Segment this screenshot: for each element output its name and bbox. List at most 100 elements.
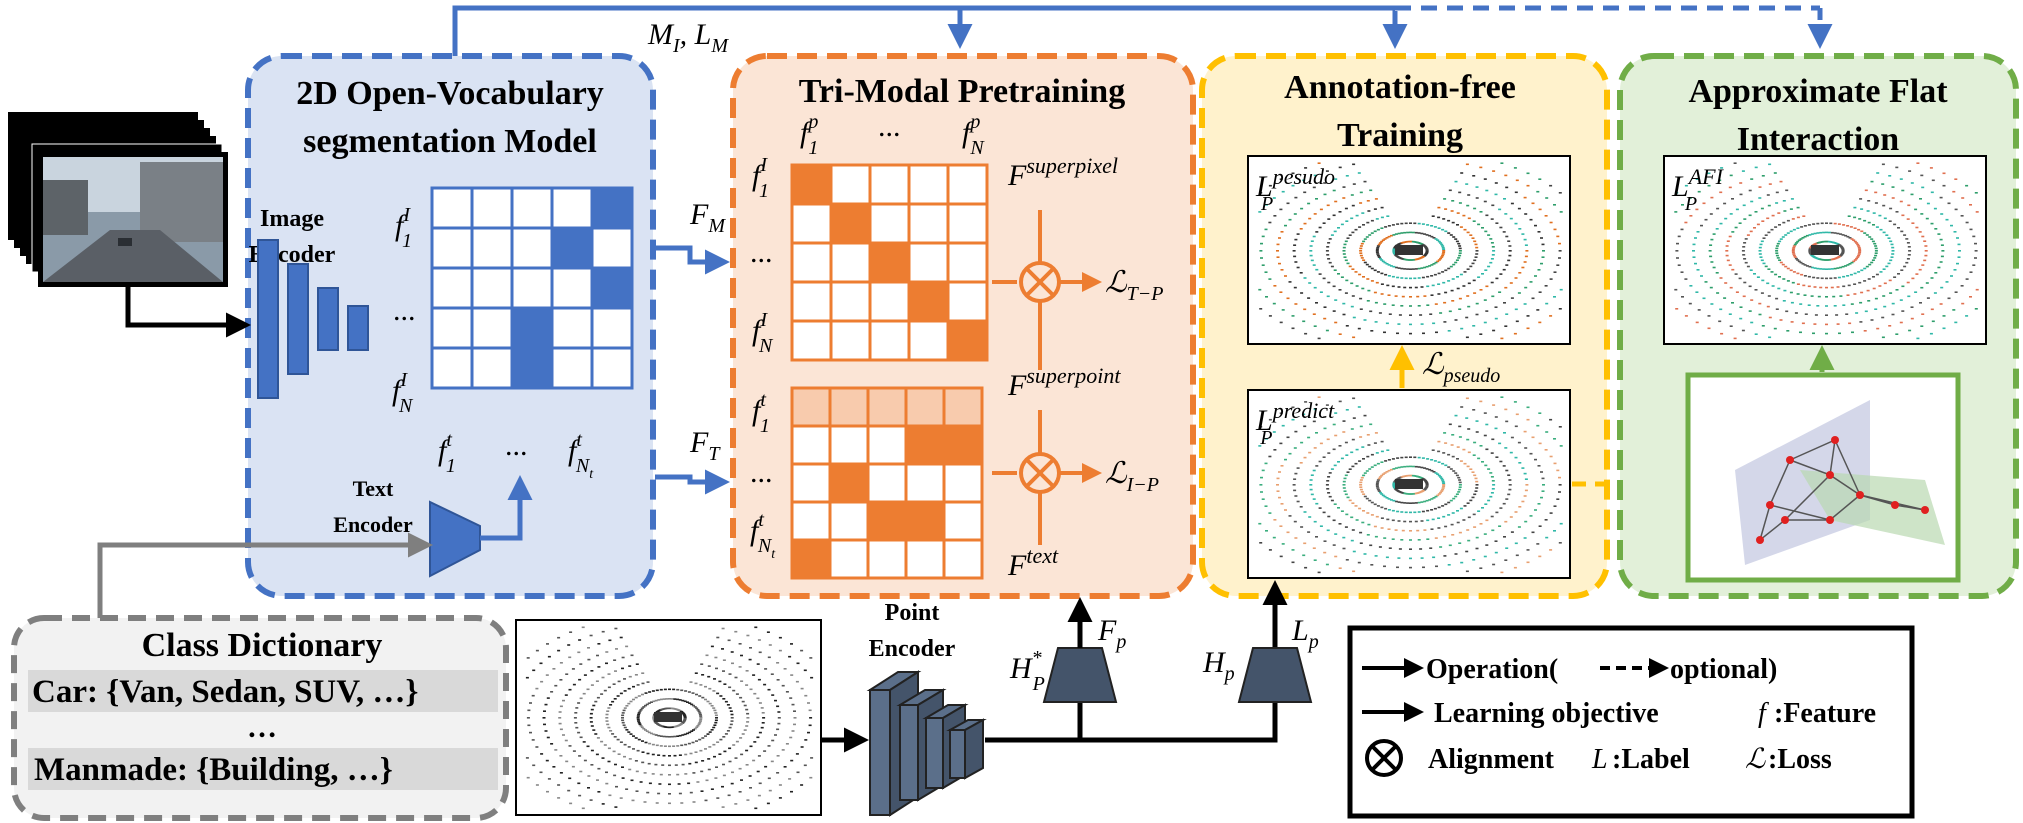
lidar-point xyxy=(1930,308,1934,311)
lidar-point xyxy=(1346,237,1350,239)
lidar-point xyxy=(1715,228,1719,230)
class-entry-car: Car: {Van, Sedan, SUV, …} xyxy=(32,674,418,710)
lidar-point xyxy=(1435,331,1438,334)
lidar-point xyxy=(1513,401,1517,403)
lidar-point xyxy=(1524,244,1528,246)
lidar-point xyxy=(1748,189,1752,192)
lidar-point xyxy=(728,707,732,709)
lidar-point xyxy=(697,710,701,713)
lidar-point xyxy=(1338,211,1342,213)
lidar-point xyxy=(1743,218,1747,220)
lidar-point xyxy=(1286,531,1290,534)
lidar-point xyxy=(1558,257,1561,259)
lidar-point xyxy=(1853,272,1857,275)
lidar-point xyxy=(1483,533,1487,535)
ov-matrix-cell xyxy=(510,306,554,350)
lidar-point xyxy=(1425,249,1429,251)
lidar-point xyxy=(1451,300,1455,302)
lidar-point xyxy=(577,731,581,734)
lidar-point xyxy=(1344,292,1348,294)
lidar-point xyxy=(1779,319,1783,321)
lidar-point xyxy=(1315,432,1318,434)
lidar-point xyxy=(1462,519,1466,521)
lidar-point xyxy=(714,656,718,659)
lidar-point xyxy=(590,708,594,711)
lidar-point xyxy=(1888,325,1892,327)
lidar-point xyxy=(632,748,635,750)
lidar-point xyxy=(686,732,689,735)
lidar-point xyxy=(1440,477,1444,480)
lidar-point xyxy=(1974,308,1978,310)
lidar-point xyxy=(1475,487,1479,489)
lidar-point xyxy=(1494,551,1498,554)
annotation-free-title-1: Annotation-free xyxy=(1284,69,1516,106)
lidar-point xyxy=(1458,202,1462,204)
lidar-point xyxy=(1458,254,1462,257)
lidar-point xyxy=(1456,510,1459,512)
lidar-point xyxy=(1839,295,1843,297)
lidar-point xyxy=(1544,449,1548,451)
lidar-point xyxy=(668,783,671,786)
lidar-point xyxy=(690,730,694,732)
lidar-point xyxy=(578,639,582,641)
lidar-point xyxy=(1268,184,1272,187)
lidar-point xyxy=(1309,245,1313,247)
lidar-point xyxy=(1675,308,1679,310)
lidar-point xyxy=(1430,498,1434,500)
lidar-point xyxy=(597,643,601,645)
image-to-encoder-arrow xyxy=(125,287,251,338)
lidar-point xyxy=(1442,281,1446,284)
lidar-point xyxy=(701,696,705,699)
lidar-point xyxy=(1485,285,1489,288)
lidar-point xyxy=(1455,493,1459,495)
lidar-point xyxy=(1906,242,1910,244)
lidar-point xyxy=(1426,458,1430,460)
lidar-point xyxy=(1420,323,1424,325)
lidar-point xyxy=(1920,174,1924,177)
lidar-point xyxy=(697,723,701,726)
lidar-point xyxy=(1467,282,1471,285)
lidar-point xyxy=(699,717,703,719)
lidar-point xyxy=(1761,175,1765,177)
lidar-point xyxy=(1434,303,1438,305)
lidar-point xyxy=(668,755,671,757)
lidar-point xyxy=(763,750,767,752)
lidar-point xyxy=(1366,534,1370,536)
lidar-point xyxy=(1380,293,1384,295)
lidar-point xyxy=(672,688,676,691)
lidar-point xyxy=(535,746,539,748)
lidar-point xyxy=(1374,432,1378,434)
lidar-point xyxy=(1313,286,1317,289)
lidar-point xyxy=(1376,480,1380,483)
lidar-point xyxy=(623,707,627,709)
lidar-point xyxy=(1363,238,1367,240)
lidar-point xyxy=(1907,204,1911,207)
lidar-point xyxy=(1774,273,1778,276)
lidar-point xyxy=(1426,519,1430,522)
lidar-point xyxy=(578,755,582,757)
predict-pointcloud xyxy=(1247,389,1571,579)
lidar-point xyxy=(648,742,652,745)
lidar-point xyxy=(1733,337,1737,340)
lidar-point xyxy=(1866,289,1870,292)
lidar-point xyxy=(710,705,714,707)
lidar-point xyxy=(665,735,669,738)
lidar-point xyxy=(1303,191,1307,194)
lidar-point xyxy=(789,697,793,699)
lidar-point xyxy=(1309,250,1313,252)
lidar-point xyxy=(1376,479,1380,481)
lidar-point xyxy=(1338,567,1342,569)
lidar-point xyxy=(1792,246,1796,249)
lidar-point xyxy=(1921,235,1925,238)
lidar-point xyxy=(1392,499,1396,502)
lidar-point xyxy=(1404,222,1408,225)
lidar-point xyxy=(1417,539,1421,541)
lidar-point xyxy=(1359,479,1363,481)
lidar-point xyxy=(1890,243,1894,246)
lidar-point xyxy=(1891,197,1895,199)
lidar-point xyxy=(1387,264,1391,266)
lidar-point xyxy=(1499,273,1503,275)
lidar-point xyxy=(701,737,705,739)
lidar-point xyxy=(1889,207,1893,210)
lidar-point xyxy=(1469,234,1473,236)
